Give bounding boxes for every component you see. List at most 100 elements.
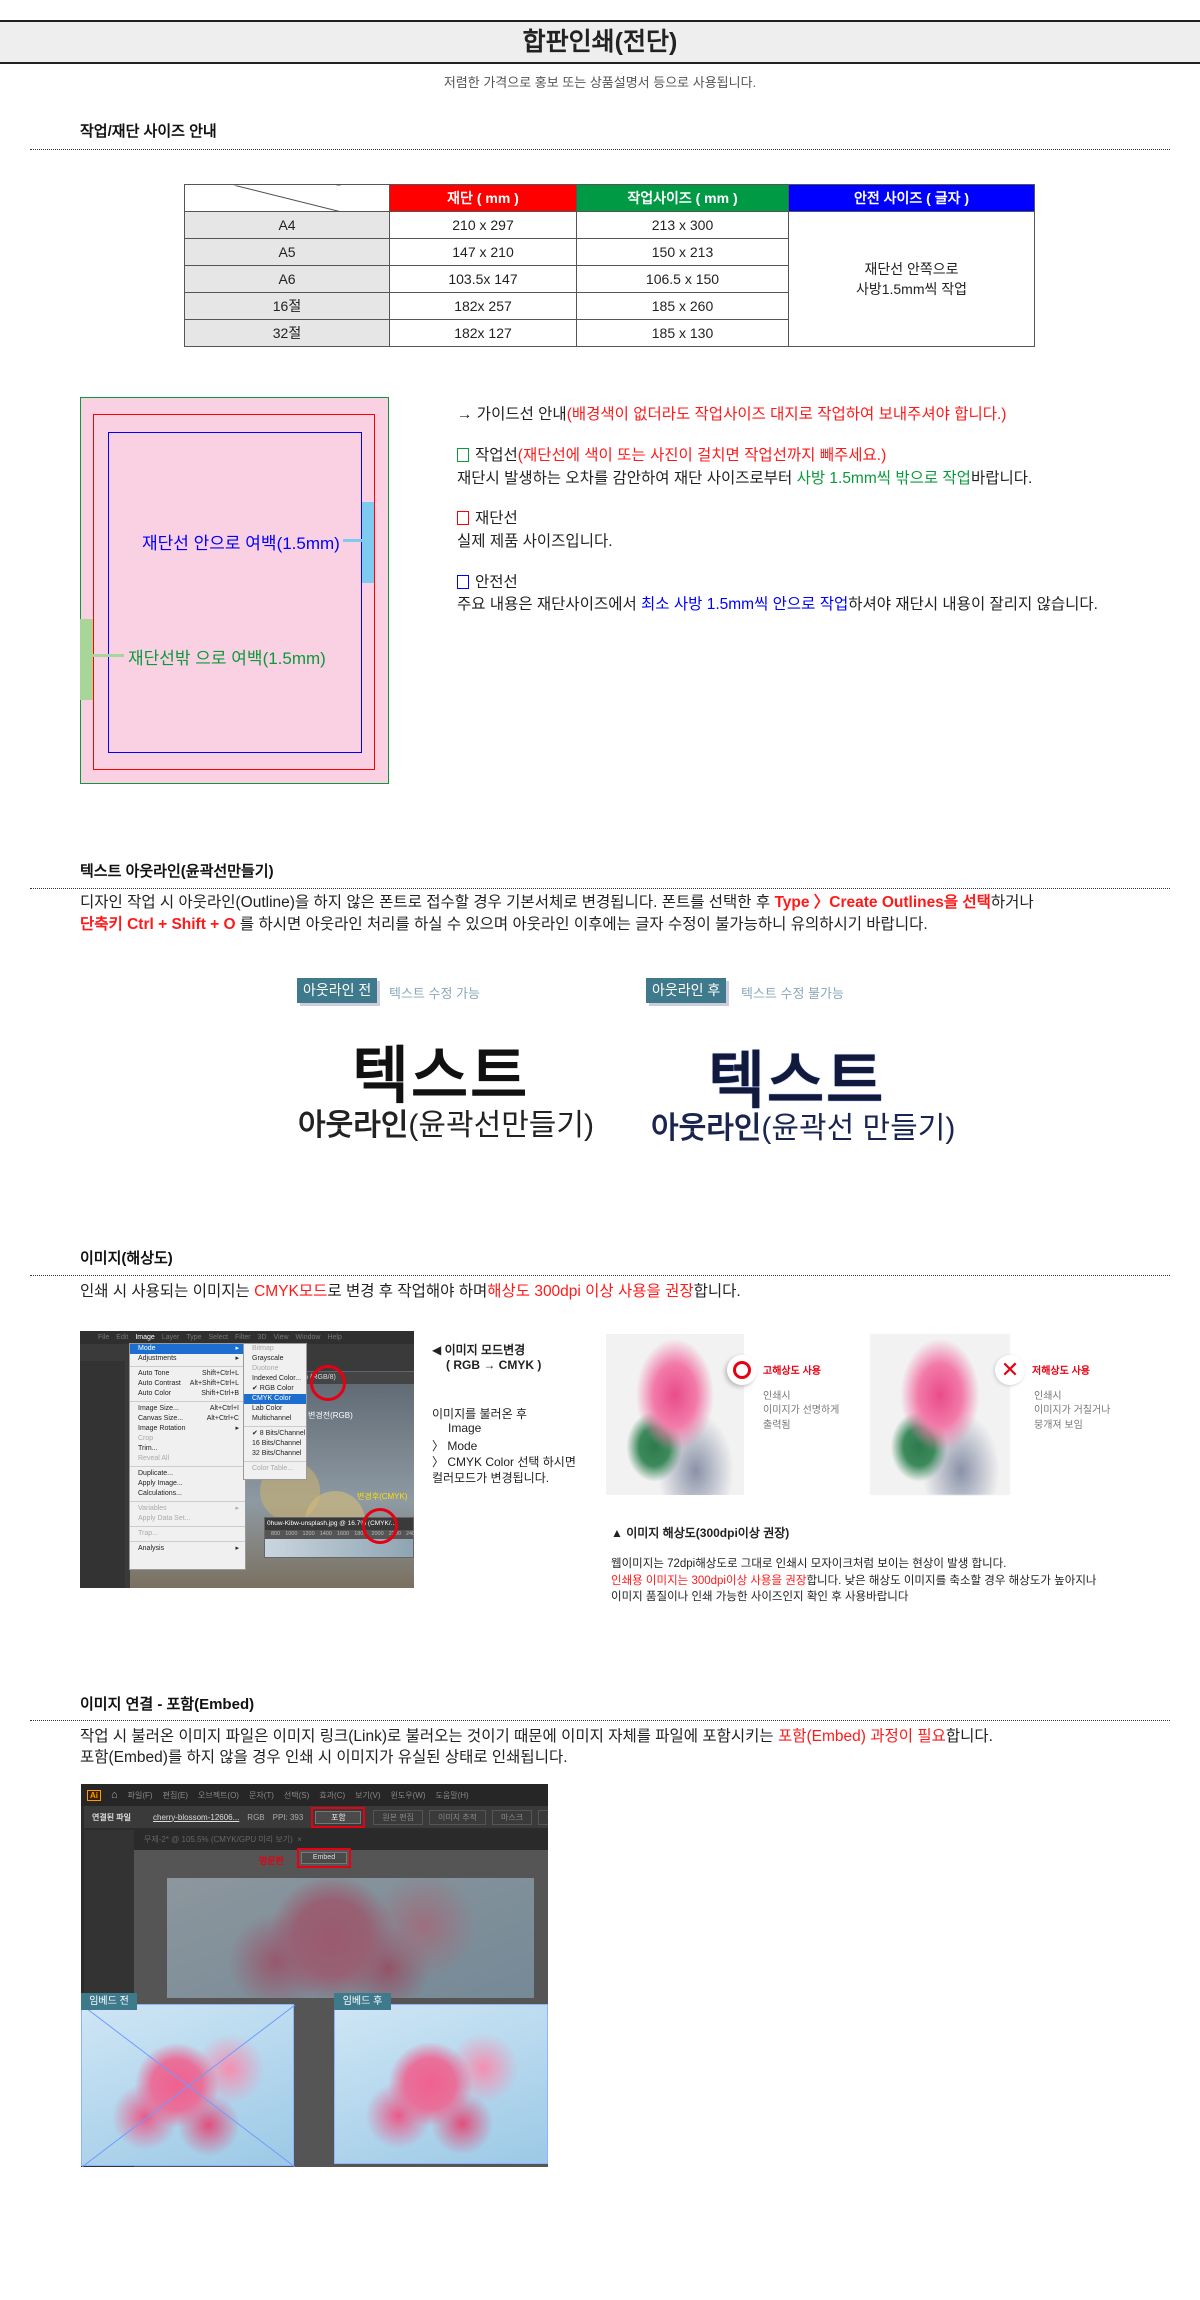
guide-safe-line: 안전선 [457,570,518,592]
ruler-tick: 2400 [405,1531,414,1537]
submenu-item[interactable]: Color Table... [252,1465,294,1472]
menu-item[interactable]: Crop [130,1434,245,1444]
submenu-item[interactable]: Indexed Color... [252,1375,302,1382]
high-res-desc: 출력됨 [763,1420,791,1431]
low-res-flower-image [870,1334,1010,1495]
menu-item[interactable]: Reveal All [130,1454,245,1464]
sample-subtext-before: 아웃라인(윤곽선만들기) [298,1100,594,1144]
menu-item[interactable]: Apply Image... [130,1479,245,1489]
menu-item[interactable]: Duplicate... [130,1469,245,1479]
ps-menu-window[interactable]: Window [295,1334,321,1341]
submenu-item[interactable]: ✔ 8 Bits/Channel [252,1430,306,1437]
ps-menu-file[interactable]: File [98,1334,110,1341]
menu-item-label: Variables [138,1505,167,1512]
home-icon[interactable]: ⌂ [111,1789,118,1801]
ps-menu-layer[interactable]: Layer [161,1334,180,1341]
menu-item[interactable]: Variables▸ [130,1504,245,1514]
menu-item[interactable]: Canvas Size...Alt+Ctrl+C [130,1414,245,1424]
ai-menu-item[interactable]: 보기(V) [355,1790,381,1800]
ps-menu-help[interactable]: Help [327,1334,342,1341]
submenu-item[interactable]: Duotone [252,1365,279,1372]
ps-menu-edit[interactable]: Edit [116,1334,129,1341]
ai-menu-item[interactable]: 윈도우(W) [390,1790,426,1800]
ai-control-button[interactable]: 마스크 [492,1809,533,1825]
submenu-item[interactable]: Bitmap [252,1345,274,1352]
ai-menu-item[interactable]: 문자(T) [248,1790,274,1800]
ps-menu-image[interactable]: Image [135,1334,155,1341]
safe-size-note: 재단선 안쪽으로 사방1.5mm씩 작업 [788,211,1035,347]
text: (윤곽선 만들기) [761,1112,956,1145]
submenu-item[interactable]: 32 Bits/Channel [252,1450,302,1457]
safe-line-box [108,432,362,753]
submenu-item[interactable]: Lab Color [252,1405,283,1412]
menu-item-label: Apply Data Set... [138,1515,191,1522]
row-label: A4 [184,211,390,239]
sample-text-after: 텍스트 [708,1047,886,1116]
ps-menu-filter[interactable]: Filter [234,1334,251,1341]
ai-menu-item[interactable]: 선택(S) [283,1790,310,1800]
after-cmyk-label: 변경후(CMYK) [357,1492,408,1501]
work-line-desc: 재단시 발생하는 오차를 감안하여 재단 사이즈로부터 사방 1.5mm씩 밖으… [457,466,1032,488]
ps-menu-view[interactable]: View [273,1334,289,1341]
text: (윤곽선만들기) [408,1109,594,1142]
filename-link[interactable]: cherry-blossom-12606... [153,1812,240,1822]
resolution-paragraph: 인쇄 시 사용되는 이미지는 CMYK모드로 변경 후 작업해야 하며해상도 3… [80,1281,741,1303]
text: 디자인 작업 시 아웃라인(Outline)을 하지 않은 폰트로 접수할 경우… [80,894,775,911]
column-header-cut: 재단 ( mm ) [389,184,577,212]
ppi-value: PPI: 393 [272,1812,304,1822]
ai-menu-item[interactable]: 파일(F) [127,1790,153,1800]
sample-subtext-after: 아웃라인(윤곽선 만들기) [651,1103,955,1147]
menu-item[interactable]: Trim... [130,1444,245,1454]
menu-item[interactable]: Image Size...Alt+Ctrl+I [130,1404,245,1414]
menu-item[interactable]: Analysis▸ [130,1544,245,1554]
menu-item[interactable]: Mode▸ [130,1344,245,1354]
document-tab[interactable]: 무제-2* @ 105.5% (CMYK/GPU 미리 보기) × [134,1830,548,1850]
submenu-item[interactable]: 16 Bits/Channel [252,1440,302,1447]
menu-item[interactable]: Adjustments▸ [130,1354,245,1364]
menu-item-shortcut: ▸ [235,1345,239,1352]
green-square-icon [457,448,469,462]
ai-menu-item[interactable]: 편집(E) [162,1790,188,1800]
ps-menu-type[interactable]: Type [186,1334,202,1341]
before-rgb-label: 변경전(RGB) [308,1411,353,1420]
inner-margin-marker [362,502,374,583]
resolution-note: 웹이미지는 72dpi해상도로 그대로 인쇄시 모자이크처럼 보이는 현상이 발… [611,1558,1007,1570]
text: 아웃라인 [298,1109,409,1142]
menu-item-label: Auto Tone [138,1370,170,1377]
ai-menu-item[interactable]: 도움말(H) [435,1790,469,1800]
before-outline-note: 텍스트 수정 가능 [389,986,480,1001]
submenu-item[interactable]: CMYK Color [244,1394,306,1404]
submenu-item[interactable]: Grayscale [252,1355,284,1362]
safe-note-line: 재단선 안쪽으로 [864,261,959,277]
menu-item-label: Analysis [138,1545,165,1552]
submenu-item[interactable]: Multichannel [252,1415,292,1422]
ai-control-button[interactable]: 원본 편집 [373,1809,423,1825]
x-mark-icon: ✕ [995,1355,1025,1385]
ai-menu-item[interactable]: 오브젝트(O) [197,1790,239,1800]
ai-control-button[interactable]: 이미지 자 [538,1809,548,1825]
embed-button-en[interactable]: Embed [301,1852,347,1864]
cut-line-desc: 실제 제품 사이즈입니다. [457,533,613,550]
menu-item[interactable]: Calculations... [130,1489,245,1499]
size-table: 재단 ( mm ) 작업사이즈 ( mm ) 안전 사이즈 ( 글자 ) A4 … [184,184,1035,347]
ps-menu-select[interactable]: Select [208,1334,228,1341]
ai-menu-item[interactable]: 효과(C) [319,1790,346,1800]
cherry-blossom-canvas-image [167,1878,534,1998]
ai-control-button[interactable]: 이미지 추적 [429,1809,487,1825]
guide-intro: → 가이드선 안내(배경색이 없더라도 작업사이즈 대지로 작업하여 보내주셔야… [457,402,1006,424]
work-line-box [80,397,389,784]
section-heading-embed: 이미지 연결 - 포함(Embed) [80,1696,255,1713]
submenu-item[interactable]: ✔ RGB Color [252,1385,294,1392]
menu-item[interactable]: Image Rotation▸ [130,1424,245,1434]
menu-item[interactable]: Trap... [130,1529,245,1539]
menu-item[interactable]: Apply Data Set... [130,1514,245,1524]
highlight: 최소 사방 1.5mm씩 안으로 작업 [641,596,849,613]
linked-file-label[interactable]: 연결된 파일 [92,1812,132,1822]
embed-button-ko[interactable]: 포함 [315,1810,362,1824]
ps-menu-3d[interactable]: 3D [257,1334,267,1341]
cut-line-title: 재단선 [475,510,518,527]
